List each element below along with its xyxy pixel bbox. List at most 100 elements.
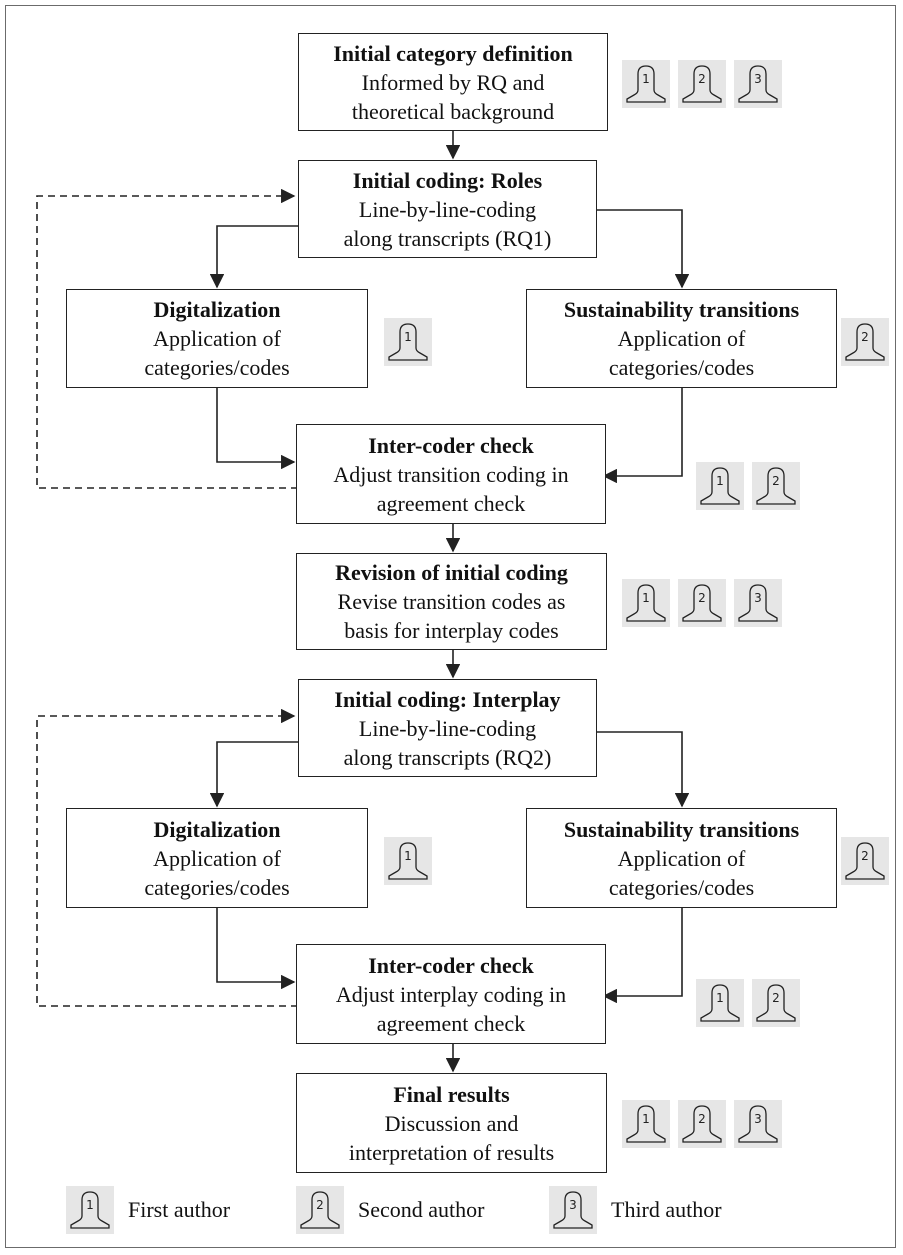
authors-group-digitalization-1: 1 [384,318,432,366]
svg-text:1: 1 [716,474,724,488]
arrow-digital-to-check-2 [216,908,296,990]
svg-text:2: 2 [698,72,706,86]
svg-text:1: 1 [642,591,650,605]
step-title: Sustainability transitions [563,297,800,322]
first-author-icon: 1 [696,462,744,510]
step-description: categories/codes [608,355,755,380]
third-author-icon: 3 [734,60,782,108]
first-author-icon: 1 [622,60,670,108]
authors-group-revision: 1 2 3 [622,579,782,627]
step-title: Sustainability transitions [563,816,800,842]
first-author-icon: 1 [622,1100,670,1148]
arrow-interplay-to-sustain [597,731,690,808]
svg-text:1: 1 [86,1198,94,1212]
step-description: Application of [153,326,281,351]
step-description: agreement check [376,1010,526,1036]
box-final-results: Final results Discussion and interpretat… [296,1073,607,1173]
svg-text:2: 2 [861,849,869,863]
authors-group-sustainability-1: 2 [841,318,889,366]
authors-group-definition: 1 2 3 [622,60,782,108]
arrow-digital-to-check [216,388,296,470]
box-digitalization-2: Digitalization Application of categories… [66,808,368,908]
svg-text:2: 2 [698,591,706,605]
third-author-icon: 3 [734,579,782,627]
box-initial-category-definition: Initial category definition Informed by … [298,33,608,131]
step-title: Inter-coder check [368,432,534,458]
step-title: Digitalization [153,816,281,842]
legend-label: Second author [358,1197,485,1222]
second-author-icon: 2 [752,979,800,1027]
svg-text:1: 1 [642,72,650,86]
second-author-icon: 2 [678,60,726,108]
legend-label: First author [128,1197,231,1222]
arrow-interplay-to-digital [209,741,298,808]
arrow-sustain-to-check-2 [602,908,683,1004]
step-description: theoretical background [351,98,555,124]
step-title: Initial category definition [333,40,573,66]
svg-text:1: 1 [404,849,412,863]
step-title: Inter-coder check [368,952,534,978]
step-description: categories/codes [144,874,290,900]
second-author-icon: 2 [841,318,889,366]
svg-text:3: 3 [754,1112,762,1126]
step-title: Digitalization [153,297,281,322]
svg-text:2: 2 [698,1112,706,1126]
step-description: agreement check [376,490,526,516]
box-sustainability-transitions-1: Sustainability transitions Application o… [526,289,837,388]
first-author-icon: 1 [622,579,670,627]
first-author-icon: 1 [384,837,432,885]
step-description: Application of [153,845,281,871]
authors-group-final: 1 2 3 [622,1100,782,1148]
svg-text:3: 3 [754,72,762,86]
step-description: Application of [617,326,746,351]
step-description: Informed by RQ and [361,69,545,95]
step-description: categories/codes [608,874,755,900]
step-description: Revise transition codes as [337,589,566,614]
third-author-icon: 3 [549,1186,597,1234]
second-author-icon: 2 [296,1186,344,1234]
first-author-icon: 1 [66,1186,114,1234]
svg-text:2: 2 [772,991,780,1005]
authors-group-check-2: 1 2 [696,979,800,1027]
step-description: categories/codes [144,355,290,380]
box-initial-coding-interplay: Initial coding: Interplay Line-by-line-c… [298,679,597,777]
step-title: Initial coding: Roles [352,167,543,193]
svg-text:2: 2 [861,330,869,344]
svg-text:1: 1 [404,330,412,344]
step-title: Final results [393,1081,510,1107]
arrow-sustain-to-check [602,388,683,484]
authors-group-sustainability-2: 2 [841,837,889,885]
authors-group-check-1: 1 2 [696,462,800,510]
first-author-icon: 1 [696,979,744,1027]
third-author-icon: 3 [734,1100,782,1148]
step-description: Line-by-line-coding [358,196,537,222]
second-author-icon: 2 [678,1100,726,1148]
box-inter-coder-check-2: Inter-coder check Adjust interplay codin… [296,944,606,1044]
step-description: Application of [617,845,746,871]
svg-text:3: 3 [754,591,762,605]
step-description: basis for interplay codes [344,618,559,643]
second-author-icon: 2 [752,462,800,510]
first-author-icon: 1 [384,318,432,366]
svg-text:1: 1 [642,1112,650,1126]
step-title: Initial coding: Interplay [334,686,561,712]
svg-text:1: 1 [716,991,724,1005]
box-sustainability-transitions-2: Sustainability transitions Application o… [526,808,837,908]
step-description: along transcripts (RQ2) [343,744,552,770]
step-description: Discussion and [384,1110,519,1136]
step-description: Line-by-line-coding [358,715,537,741]
step-description: interpretation of results [348,1139,555,1165]
arrow-roles-to-digital [209,225,298,289]
svg-text:2: 2 [772,474,780,488]
legend-second-author: 2 Second author [296,1186,484,1234]
step-title: Revision of initial coding [335,560,568,585]
step-description: Adjust transition coding in [333,461,569,487]
legend-third-author: 3 Third author [549,1186,722,1234]
legend-label: Third author [611,1197,722,1222]
svg-text:2: 2 [316,1198,324,1212]
box-inter-coder-check-1: Inter-coder check Adjust transition codi… [296,424,606,524]
arrow-roles-to-sustain [597,209,690,289]
step-description: Adjust interplay coding in [335,981,567,1007]
figure-frame [5,5,896,1248]
